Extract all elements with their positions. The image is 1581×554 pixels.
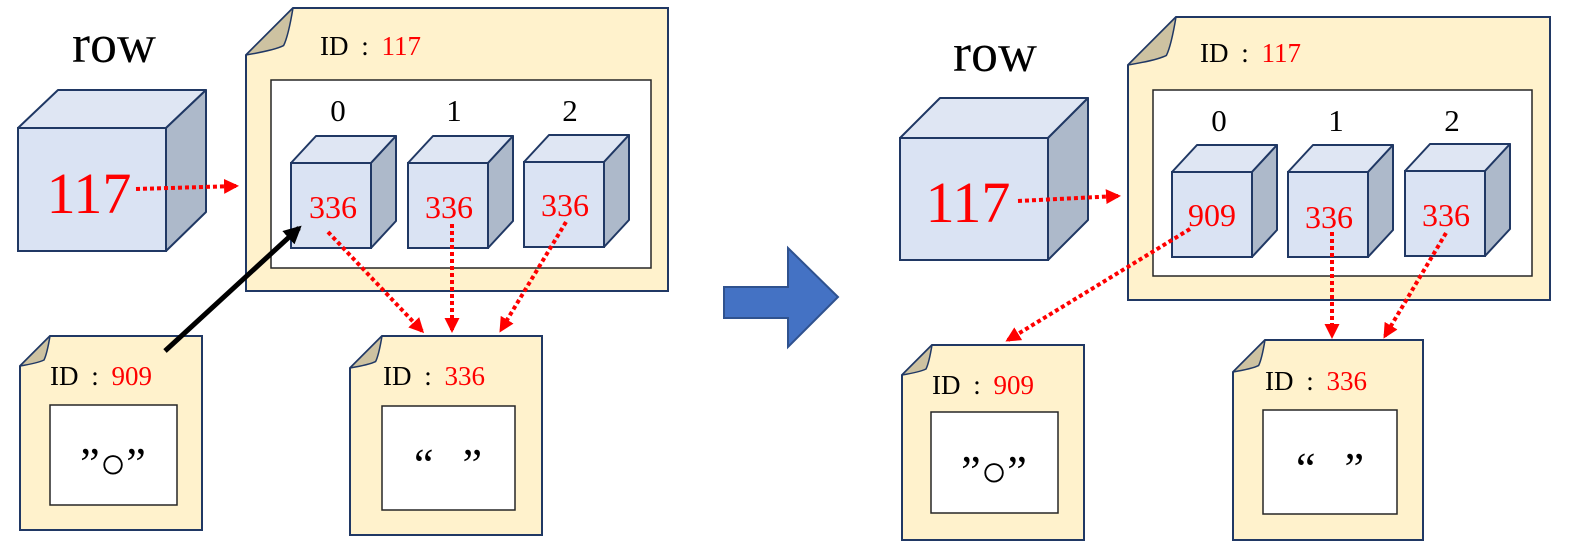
id-value: 117 [382, 31, 422, 61]
object-value-box [381, 405, 516, 511]
array-slot-0: 336 [290, 135, 397, 249]
object-value-box [49, 404, 178, 506]
slot-reference-value: 336 [541, 187, 589, 223]
folded-corner-icon [1232, 339, 1266, 373]
array-index-2: 2 [562, 93, 578, 128]
row-label: row [72, 14, 156, 74]
object-id-line: ID : 117 [1200, 38, 1301, 68]
folded-corner-icon [349, 335, 383, 369]
id-label: ID : [383, 361, 445, 391]
id-label: ID : [1265, 366, 1327, 396]
array-slot-2: 336 [523, 134, 630, 248]
id-label: ID : [1200, 38, 1262, 68]
slot-reference-value: 336 [309, 189, 357, 225]
object-value: “ ” [414, 440, 482, 489]
row-reference-arrow [1017, 189, 1121, 205]
cube-front-face [1171, 171, 1253, 258]
object-id-line: ID : 336 [383, 361, 485, 391]
row-cube: 117 [899, 97, 1089, 261]
cube-front-face [1287, 171, 1369, 258]
id-value: 336 [1327, 366, 1368, 396]
array-index-2: 2 [1444, 103, 1460, 138]
cube-front-face [17, 127, 167, 252]
slot-reference-value: 909 [1188, 197, 1236, 233]
object-id-line: ID : 909 [50, 361, 152, 391]
right-arrow-icon [723, 245, 840, 350]
id-label: ID : [932, 370, 994, 400]
row-reference-arrow [135, 178, 239, 194]
id-label: ID : [320, 31, 382, 61]
id-value: 909 [994, 370, 1035, 400]
slot-reference-value: 336 [1305, 199, 1353, 235]
object-value: ”○” [961, 447, 1027, 496]
object-value: “ ” [1296, 444, 1364, 493]
row-label: row [953, 23, 1037, 83]
after-panel: row ID : 117 0 1 2 ID : 909 ”○” ID : 336… [899, 16, 1551, 541]
slot-2-reference-arrow [1383, 231, 1448, 339]
id-value: 117 [1262, 38, 1302, 68]
object-id-line: ID : 909 [932, 370, 1034, 400]
cube-front-face [407, 162, 489, 249]
array-index-1: 1 [446, 93, 462, 128]
id-label: ID : [50, 361, 112, 391]
object-336-note: ID : 336 “ ” [349, 335, 543, 536]
slot-reference-value: 336 [425, 189, 473, 225]
array-slot-2: 336 [1404, 143, 1511, 257]
row-reference-value: 117 [47, 161, 132, 226]
cube-front-face [899, 137, 1049, 261]
folded-corner-icon [901, 344, 933, 376]
array-slot-0: 909 [1171, 144, 1278, 258]
folded-corner-icon [245, 7, 294, 56]
assignment-arrow [163, 225, 302, 353]
before-panel: row ID : 117 0 1 2 ID : 909 ”○” ID : 336… [17, 7, 669, 536]
object-909-note: ID : 909 ”○” [901, 344, 1085, 541]
slot-2-reference-arrow [499, 220, 568, 333]
object-value-box [1262, 409, 1398, 515]
array-index-0: 0 [1211, 103, 1227, 138]
array-slot-1: 336 [1287, 144, 1394, 258]
array-slot-1: 336 [407, 135, 514, 249]
object-value-box [930, 411, 1059, 514]
object-value: ”○” [80, 439, 146, 488]
row-cube: 117 [17, 89, 207, 252]
slot-0-reference-arrow [326, 230, 425, 334]
cube-front-face [1404, 170, 1486, 257]
array-index-0: 0 [330, 93, 346, 128]
cube-front-face [523, 161, 605, 248]
folded-corner-icon [19, 335, 51, 367]
object-id-line: ID : 336 [1265, 366, 1367, 396]
array-index-1: 1 [1328, 103, 1344, 138]
object-id-line: ID : 117 [320, 31, 421, 61]
row-reference-value: 117 [926, 170, 1011, 235]
slot-reference-value: 336 [1422, 197, 1470, 233]
object-336-note: ID : 336 “ ” [1232, 339, 1424, 541]
folded-corner-icon [1127, 16, 1177, 66]
id-value: 909 [112, 361, 153, 391]
slot-0-reference-arrow [1005, 227, 1192, 342]
id-value: 336 [445, 361, 486, 391]
object-909-note: ID : 909 ”○” [19, 335, 203, 531]
